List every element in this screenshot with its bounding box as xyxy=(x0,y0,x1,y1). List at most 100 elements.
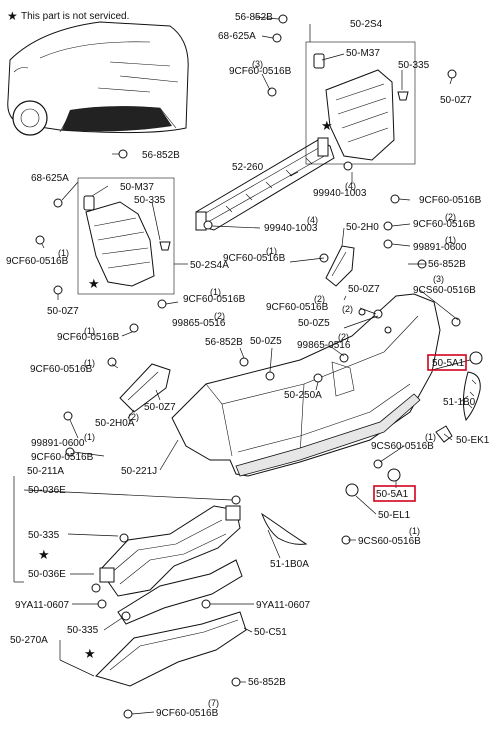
part-label: 50-2S4 xyxy=(350,19,383,30)
star-lower-2: ★ xyxy=(84,646,96,661)
cap-50-5a1-a xyxy=(469,351,483,365)
cap-50-el1 xyxy=(345,483,359,497)
side-bracket-50-2h0 xyxy=(325,245,355,287)
part-label: 50-335 xyxy=(28,530,60,541)
left-bracket-box: ★ xyxy=(77,177,175,295)
part-label: 50-C51 xyxy=(254,627,287,638)
part-label: 99940-1003 xyxy=(313,188,367,199)
quantity-label: (1) xyxy=(84,432,95,442)
part-label: 50-335 xyxy=(67,625,99,636)
part-label: 50-M37 xyxy=(120,182,154,193)
part-label: 50-036E xyxy=(28,485,66,496)
part-label: 50-0Z7 xyxy=(440,95,472,106)
part-label: 50-0Z7 xyxy=(144,402,176,413)
bracket-star-right: ★ xyxy=(321,118,333,133)
part-label: 68-625A xyxy=(31,173,69,184)
part-label: 9YA11-0607 xyxy=(15,600,70,611)
part-label: 9CS60-0516B xyxy=(371,441,434,452)
part-label: 50-5A1 xyxy=(376,489,409,500)
part-label: 50-0Z5 xyxy=(250,336,282,347)
part-label: 56-852B xyxy=(142,150,180,161)
quantity-label: (1) xyxy=(84,358,95,368)
quantity-label: (1) xyxy=(425,432,436,442)
quantity-label: (2) xyxy=(214,311,225,321)
star-lower-1: ★ xyxy=(38,547,50,562)
part-label: 50-EK1 xyxy=(456,435,490,446)
highlight-box-50-5a1-lower xyxy=(373,485,416,502)
part-labels: 56-852B 50-2S4 68-625A 50-M37 9CF60-0516… xyxy=(6,12,490,719)
part-label: 56-852B xyxy=(248,677,286,688)
part-label: 50-0Z5 xyxy=(298,318,330,329)
leader-lines xyxy=(13,16,471,715)
bumper-cover xyxy=(171,293,441,477)
part-label: 99891-0600 xyxy=(413,242,467,253)
part-label: 56-852B xyxy=(235,12,273,23)
quantity-label: (1) xyxy=(266,246,277,256)
part-label: 99865-0516 xyxy=(172,318,226,329)
quantity-label: (1) xyxy=(84,326,95,336)
part-label: 56-852B xyxy=(428,259,466,270)
quantity-labels: (3) (4) (1) (4) (1) (2) (3) (1) (1) (2) … xyxy=(58,59,456,708)
part-label: 56-852B xyxy=(205,337,243,348)
side-bracket-50-2h0a xyxy=(119,363,171,413)
part-label: 50-335 xyxy=(398,60,430,71)
part-label: 9CS60-0516B xyxy=(413,285,476,296)
part-label: 50-EL1 xyxy=(378,510,411,521)
part-label: 50-2H0A xyxy=(95,418,135,429)
quantity-label: (1) xyxy=(210,287,221,297)
vehicle-thumbnail xyxy=(7,21,189,136)
part-label: 99940-1003 xyxy=(264,223,318,234)
cap-50-5a1-b xyxy=(387,468,401,482)
note-text: This part is not serviced. xyxy=(21,11,129,22)
quantity-label: (2) xyxy=(338,332,349,342)
part-label: 9YA11-0607 xyxy=(256,600,311,611)
quantity-label: (3) xyxy=(433,274,444,284)
part-label: 9CF60-0516B xyxy=(223,253,286,264)
part-label: 50-335 xyxy=(134,195,166,206)
fasteners xyxy=(35,14,461,719)
quantity-label: (2) xyxy=(445,212,456,222)
part-label: 9CF60-0516B xyxy=(31,452,94,463)
part-label: 50-270A xyxy=(10,635,48,646)
part-label: 52-260 xyxy=(232,162,264,173)
part-label: 9CF60-0516B xyxy=(419,195,482,206)
quantity-label: (2) xyxy=(128,412,139,422)
quantity-label: (4) xyxy=(345,181,356,191)
part-label: 9CF60-0516B xyxy=(413,219,476,230)
not-serviced-note: ★ This part is not serviced. xyxy=(7,9,129,23)
part-label: 50-5A1 xyxy=(432,358,465,369)
highlight-box-50-5a1-upper xyxy=(427,354,467,371)
part-label: 9CF60-0516B xyxy=(30,364,93,375)
quantity-label: (7) xyxy=(208,698,219,708)
part-label: 51-1B0 xyxy=(443,397,476,408)
part-label: 50-0Z7 xyxy=(47,306,79,317)
quantity-label: (2) xyxy=(314,294,325,304)
part-label: 50-036E xyxy=(28,569,66,580)
part-label: 50-250A xyxy=(284,390,322,401)
part-label: 9CF60-0516B xyxy=(183,294,246,305)
star-mark: ★ xyxy=(7,9,18,23)
lower-under-cover xyxy=(95,559,247,687)
part-label: 50-2H0 xyxy=(346,222,379,233)
part-label: 9CF60-0516B xyxy=(229,66,292,77)
lower-bracket-assembly xyxy=(99,505,241,597)
bracket-star-left: ★ xyxy=(88,276,100,291)
reflector-51-1b0a xyxy=(260,512,308,545)
part-label: 99891-0600 xyxy=(31,438,85,449)
part-label: 9CF60-0516B xyxy=(6,256,69,267)
quantity-label: (2) xyxy=(342,304,353,314)
part-label: 9CF60-0516B xyxy=(156,708,219,719)
part-label: 50-211A xyxy=(27,466,64,477)
quantity-label: (1) xyxy=(58,248,69,258)
right-bracket-box: ★ xyxy=(305,41,416,165)
part-label: 51-1B0A xyxy=(270,559,309,570)
part-label: 50-2S4A xyxy=(190,260,229,271)
part-label: 50-0Z7 xyxy=(348,284,380,295)
part-label: 68-625A xyxy=(218,31,256,42)
part-label: 9CF60-0516B xyxy=(266,302,329,313)
part-label: 50-M37 xyxy=(346,48,380,59)
quantity-label: (3) xyxy=(252,59,263,69)
part-label: 50-221J xyxy=(121,466,157,477)
part-label: 9CS60-0516B xyxy=(358,536,421,547)
